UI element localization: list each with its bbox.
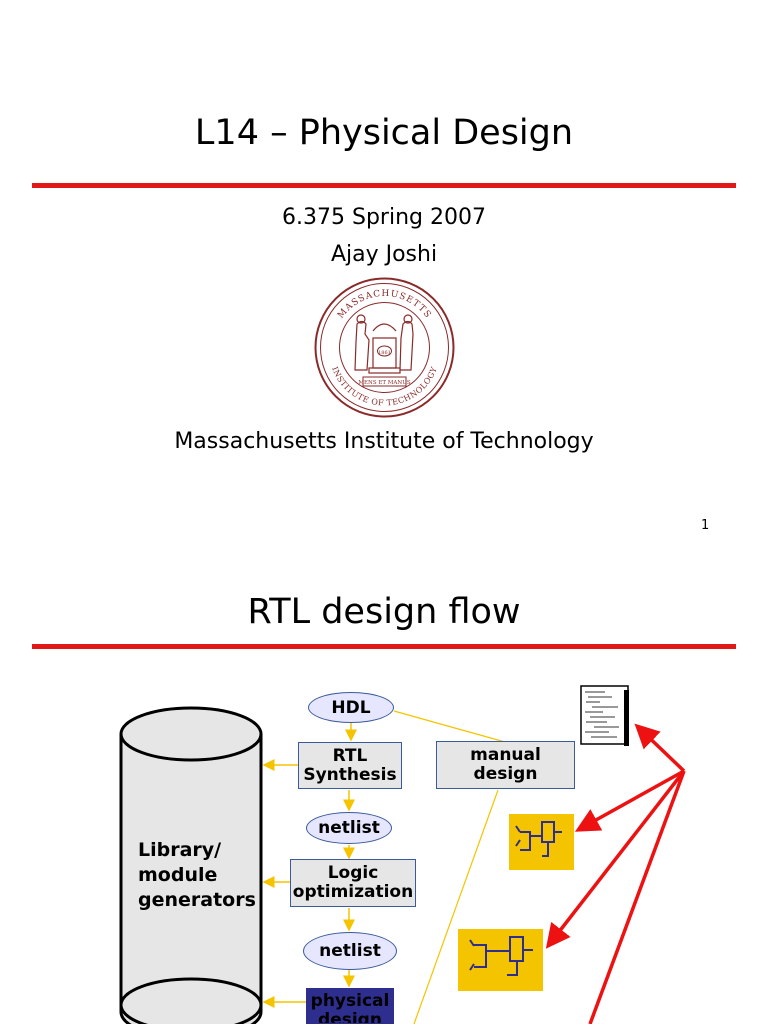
slide1-page-number: 1	[701, 518, 710, 533]
slide1-institution: Massachusetts Institute of Technology	[174, 429, 594, 454]
netlist-label-2: netlist	[319, 941, 381, 961]
slide2-title-rule	[32, 644, 736, 649]
netlist-node-1: netlist	[306, 812, 392, 844]
netlist-label-1: netlist	[318, 818, 380, 838]
slide1-title: L14 – Physical Design	[194, 113, 574, 153]
physical-design-box: physical design	[306, 988, 394, 1024]
manual-design-box: manual design	[436, 741, 575, 789]
netlist-node-2: netlist	[303, 932, 397, 970]
logic-optimization-box: Logic optimization	[290, 859, 416, 907]
library-module-generators-label: Library/ module generators	[138, 839, 256, 911]
mit-seal-logo: MASSACHUSETTS INSTITUTE OF TECHNOLOGY 18…	[314, 277, 455, 418]
hdl-node: HDL	[308, 692, 394, 723]
slide1-title-rule	[32, 183, 736, 188]
flow-diagram-graphics	[119, 685, 686, 1024]
hdl-label: HDL	[331, 697, 371, 718]
svg-text:1861: 1861	[378, 350, 391, 356]
rtl-synthesis-box: RTL Synthesis	[298, 742, 402, 789]
rtl-synthesis-label: RTL Synthesis	[303, 745, 397, 785]
manual-design-label: manual design	[470, 745, 541, 784]
slide2-title: RTL design flow	[247, 592, 521, 632]
logic-optimization-label: Logic optimization	[292, 863, 414, 902]
svg-text:MENS ET MANUS: MENS ET MANUS	[358, 380, 410, 386]
slide1-course: 6.375 Spring 2007	[282, 205, 486, 230]
slide1-author: Ajay Joshi	[330, 242, 438, 267]
physical-design-label: physical design	[310, 991, 390, 1024]
